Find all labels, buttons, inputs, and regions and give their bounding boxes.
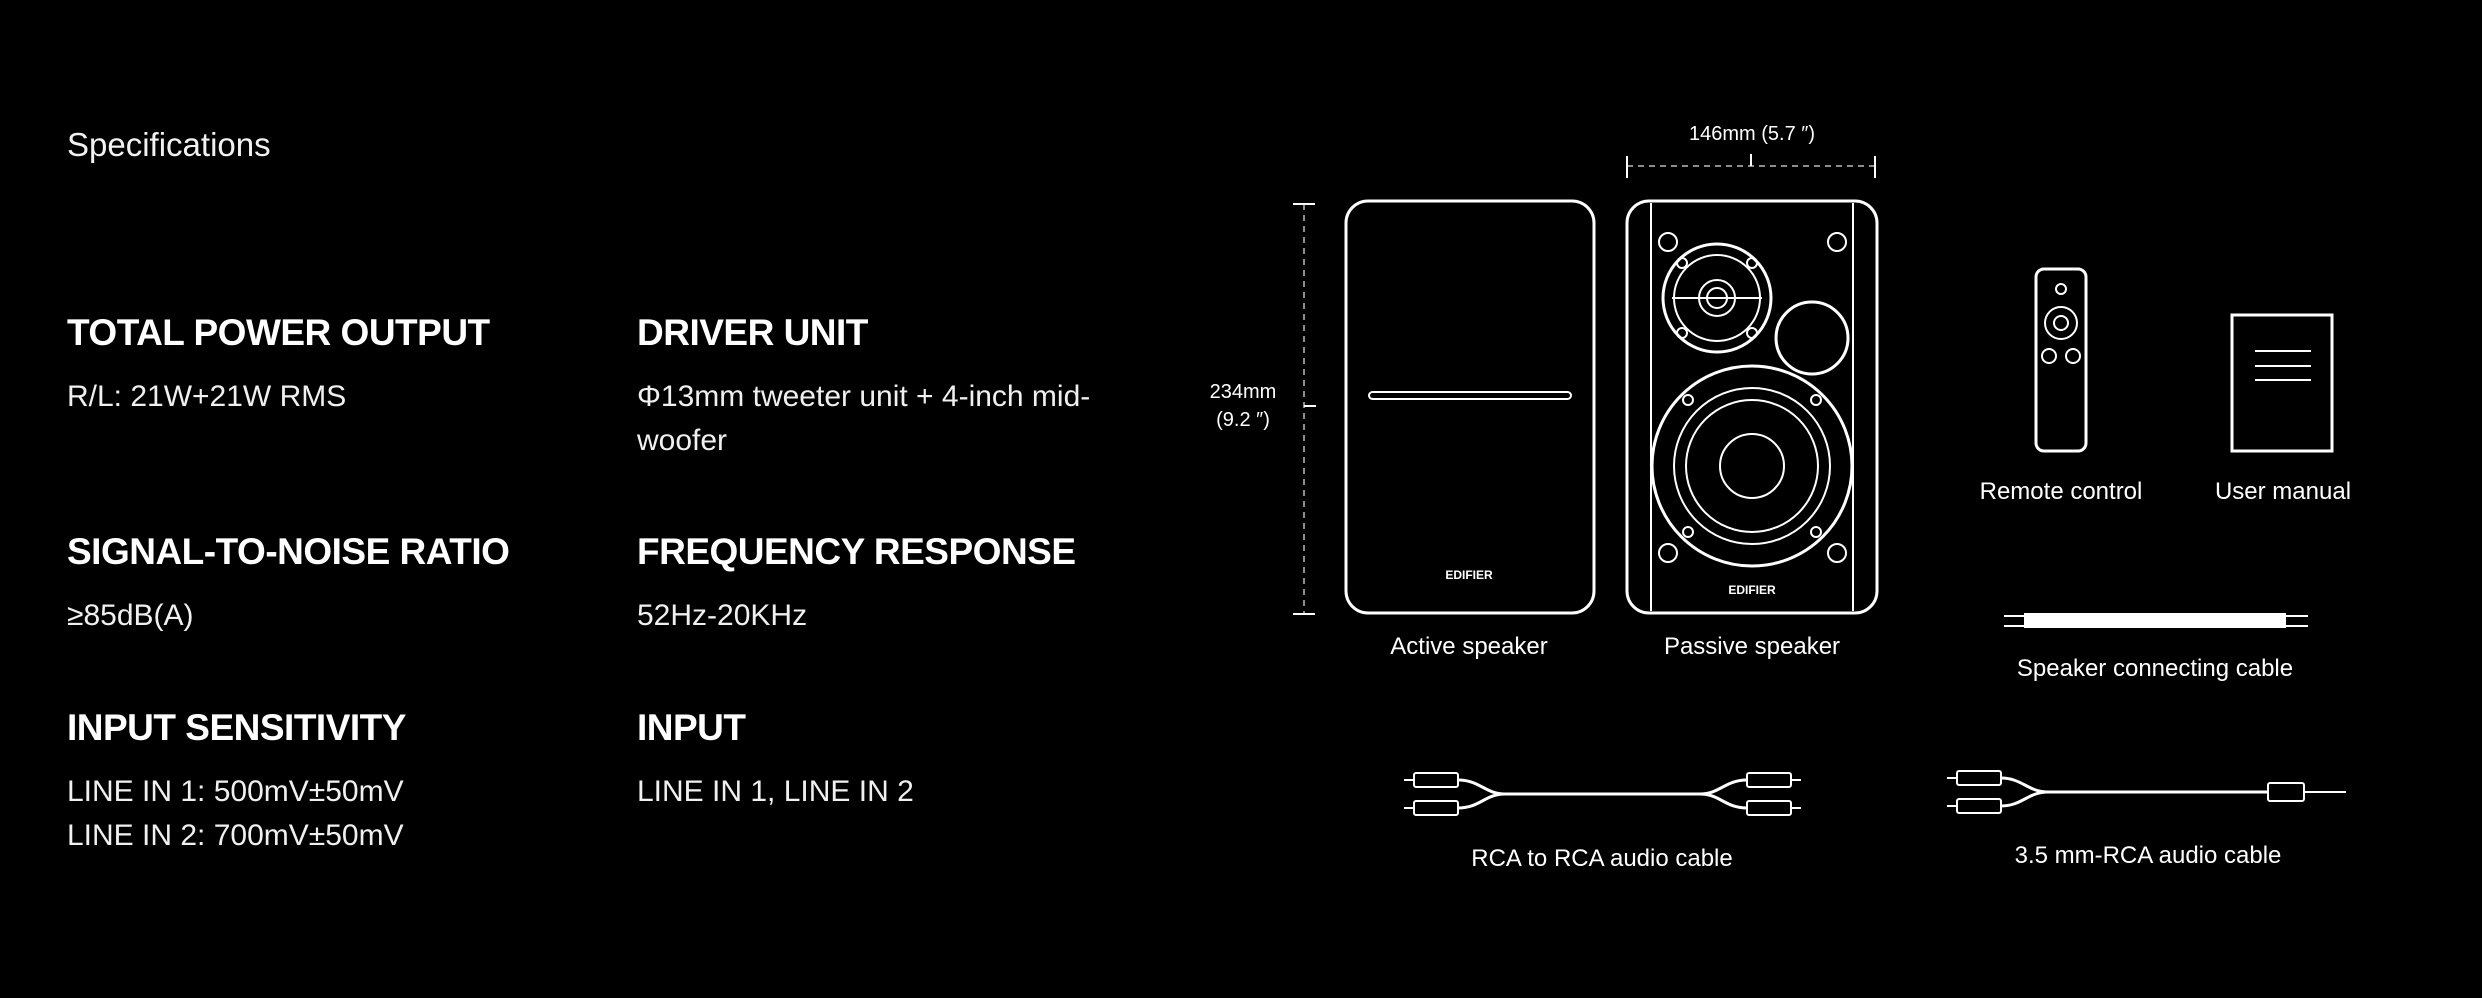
rca-cable-label: RCA to RCA audio cable — [1471, 845, 1732, 872]
spec-label: INPUT SENSITIVITY — [67, 707, 406, 748]
remote-control-label: Remote control — [1980, 478, 2143, 505]
spec-snr: SIGNAL-TO-NOISE RATIO ≥85dB(A) — [67, 530, 587, 638]
speaker-cable-illustration: Speaker connecting cable — [2004, 613, 2308, 682]
spec-value: 52Hz-20KHz — [637, 599, 808, 632]
spec-label: TOTAL POWER OUTPUT — [67, 312, 490, 353]
height-label-inch: (9.2 ″) — [1216, 409, 1270, 431]
aux-cable-illustration: 3.5 mm-RCA audio cable — [1947, 770, 2346, 869]
spec-input: INPUT LINE IN 1, LINE IN 2 — [637, 706, 1157, 814]
spec-value-line: LINE IN 1: 500mV±50mV — [67, 775, 404, 808]
spec-frequency-response: FREQUENCY RESPONSE 52Hz-20KHz — [637, 530, 1157, 638]
spec-label: DRIVER UNIT — [637, 312, 868, 353]
spec-driver-unit: DRIVER UNIT Φ13mm tweeter unit + 4-inch … — [637, 311, 1157, 463]
spec-label: FREQUENCY RESPONSE — [637, 531, 1076, 572]
speaker-cable-label: Speaker connecting cable — [2017, 655, 2293, 682]
spec-total-power-output: TOTAL POWER OUTPUT R/L: 21W+21W RMS — [67, 311, 587, 419]
spec-value-line: LINE IN 2: 700mV±50mV — [67, 819, 404, 852]
active-speaker-label: Active speaker — [1390, 633, 1547, 660]
spec-input-sensitivity: INPUT SENSITIVITY LINE IN 1: 500mV±50mV … — [67, 706, 587, 858]
remote-control-illustration: Remote control — [1980, 267, 2143, 505]
brand-logo: EDIFIER — [1728, 583, 1776, 597]
active-speaker-illustration: EDIFIER Active speaker — [1344, 199, 1596, 660]
height-label: 234mm — [1210, 381, 1277, 403]
passive-speaker-illustration: EDIFIER Passive speaker — [1625, 199, 1879, 660]
user-manual-illustration: User manual — [2215, 313, 2351, 505]
spec-label: SIGNAL-TO-NOISE RATIO — [67, 531, 510, 572]
width-label: 146mm (5.7 ″) — [1689, 123, 1815, 145]
aux-cable-label: 3.5 mm-RCA audio cable — [2015, 842, 2282, 869]
spec-value: LINE IN 1, LINE IN 2 — [637, 775, 914, 808]
brand-logo: EDIFIER — [1445, 568, 1493, 582]
user-manual-label: User manual — [2215, 478, 2351, 505]
page-title: Specifications — [67, 126, 271, 163]
passive-speaker-label: Passive speaker — [1664, 633, 1840, 660]
spec-value: ≥85dB(A) — [67, 599, 194, 632]
spec-value: LINE IN 1: 500mV±50mV LINE IN 2: 700mV±5… — [67, 770, 587, 858]
height-dimension: 234mm (9.2 ″) — [1210, 203, 1316, 615]
spec-value: Φ13mm tweeter unit + 4-inch mid-woofer — [637, 380, 1091, 457]
spec-label: INPUT — [637, 707, 746, 748]
rca-cable-illustration: RCA to RCA audio cable — [1404, 772, 1801, 872]
spec-value: R/L: 21W+21W RMS — [67, 380, 347, 413]
width-dimension: 146mm (5.7 ″) — [1626, 123, 1876, 178]
